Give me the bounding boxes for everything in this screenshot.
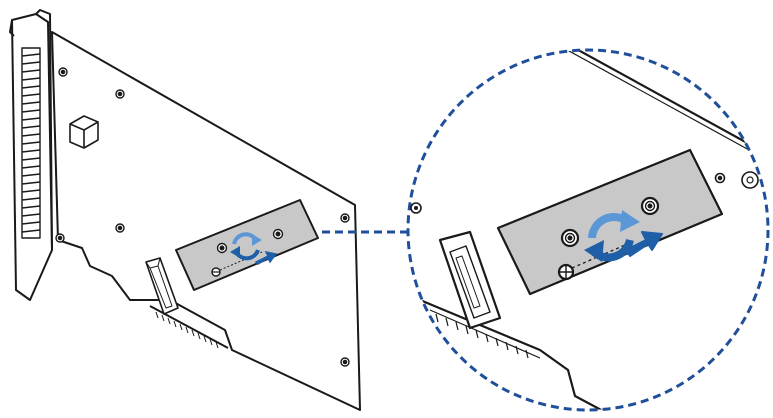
rotate-arrow-icon	[584, 210, 640, 262]
pcie-card	[9, 9, 361, 411]
rotate-arrow-icon	[230, 232, 262, 261]
push-arrow-icon	[254, 250, 278, 265]
zoom-callout-circle	[406, 48, 770, 412]
card-board	[51, 31, 361, 411]
module-screws	[211, 228, 284, 277]
m2-slot	[145, 257, 179, 315]
mounting-holes	[55, 67, 350, 367]
left-edge-hole	[410, 202, 422, 214]
push-arrow-icon	[625, 231, 663, 257]
bracket-vents	[21, 47, 41, 239]
standoff-icon	[557, 263, 575, 281]
m2-module	[175, 199, 319, 291]
edge-hole	[741, 171, 759, 189]
zoom-detail	[419, 50, 761, 410]
controller-chip	[69, 115, 99, 149]
